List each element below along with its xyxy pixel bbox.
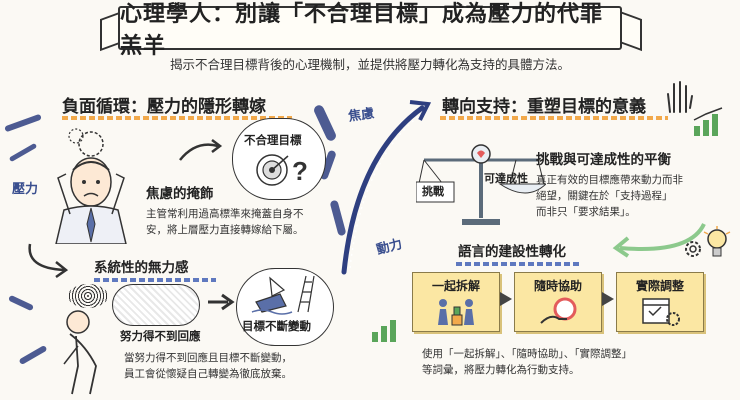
page-title: 心理學人：別讓「不合理目標」成為壓力的代罪羔羊 [118, 2, 622, 59]
target-icon: ? [256, 154, 308, 186]
dotted-transition-arrow [341, 100, 432, 275]
green-curved-arrow [612, 223, 706, 258]
card-assist: 隨時協助 [514, 272, 602, 332]
waving-hand-icon [667, 81, 693, 113]
right-heading-underline [440, 116, 668, 120]
arrow-right-icon [208, 293, 235, 311]
dark-thought-scribble [68, 284, 108, 308]
balance-body-line-2: 絕望，關鍵在於「支持過程」 [536, 190, 673, 202]
pressure-label: 壓力 [12, 182, 39, 197]
balance-body-line-3: 而非只「要求結果」。 [536, 206, 636, 218]
scale-left-label: 挑戰 [422, 185, 444, 198]
arrow-right-icon [602, 292, 626, 306]
card-adjust-label: 實際調整 [635, 279, 684, 293]
growth-chart-icon [693, 107, 723, 136]
language-body-line-1: 使用「一起拆解」、「隨時協助」、「實際調整」 [422, 348, 632, 360]
slumped-person-illustration [63, 310, 97, 395]
arrow-right-icon [500, 292, 524, 306]
left-heading: 負面循環：壓力的隱形轉嫁 [62, 97, 266, 117]
page-subtitle: 揭示不合理目標背後的心理機制，並提供將壓力轉化為支持的具體方法。 [169, 57, 570, 72]
growth-chart-icon [372, 320, 396, 342]
mask-body-line-2: 安，將上層壓力直接轉嫁給下屬。 [146, 224, 304, 236]
stressed-manager-illustration [55, 128, 127, 244]
sinking-boat-icon [251, 275, 315, 315]
card-adjust: 實際調整 [616, 272, 704, 332]
helpless-body-line-2: 員工會從懷疑自己轉變為徹底放棄。 [124, 368, 292, 380]
shifting-goals-label: 目標不斷變動 [242, 319, 311, 333]
effort-unanswered-cloud [112, 284, 200, 326]
curved-arrow-down-icon [28, 243, 69, 279]
svg-text:?: ? [292, 156, 308, 186]
brush-stroke [18, 344, 48, 366]
mask-body-line-1: 主管常利用過高標準來掩蓋自身不 [146, 208, 304, 220]
gear-icon [685, 241, 701, 257]
balance-scale-icon [416, 144, 546, 225]
helpless-title-underline [94, 278, 216, 282]
arrow-right-icon [179, 139, 223, 161]
card-assist-label: 隨時協助 [533, 279, 582, 293]
left-heading-underline [62, 116, 292, 120]
helpless-body-line-1: 當努力得不到回應且目標不斷變動， [124, 352, 292, 364]
scale-right-label: 可達成性 [484, 172, 528, 185]
people-blocks-icon [438, 299, 474, 326]
card-break-down: 一起拆解 [412, 272, 500, 332]
balance-title: 挑戰與可達成性的平衡 [536, 152, 671, 168]
balance-body-line-1: 真正有效的目標應帶來動力而非 [536, 174, 683, 186]
brush-stroke [7, 294, 35, 312]
calendar-gear-icon [642, 298, 680, 326]
shifting-goals-cloud [236, 268, 334, 346]
unreasonable-goal-label: 不合理目標 [244, 133, 302, 147]
right-heading: 轉向支持：重塑目標的意義 [442, 97, 646, 117]
language-title-underline [456, 262, 580, 266]
effort-unanswered-label: 努力得不到回應 [120, 329, 201, 343]
card-break-down-label: 一起拆解 [431, 279, 480, 293]
helpless-title: 系統性的無力感 [94, 260, 189, 276]
mask-title: 焦慮的掩飾 [146, 186, 214, 202]
helping-hand-icon [540, 297, 577, 324]
brush-stroke [8, 142, 38, 163]
language-body-line-2: 等詞彙，將壓力轉化為行動支持。 [422, 364, 580, 376]
language-title: 語言的建設性轉化 [458, 244, 566, 260]
lightbulb-icon [703, 226, 731, 257]
